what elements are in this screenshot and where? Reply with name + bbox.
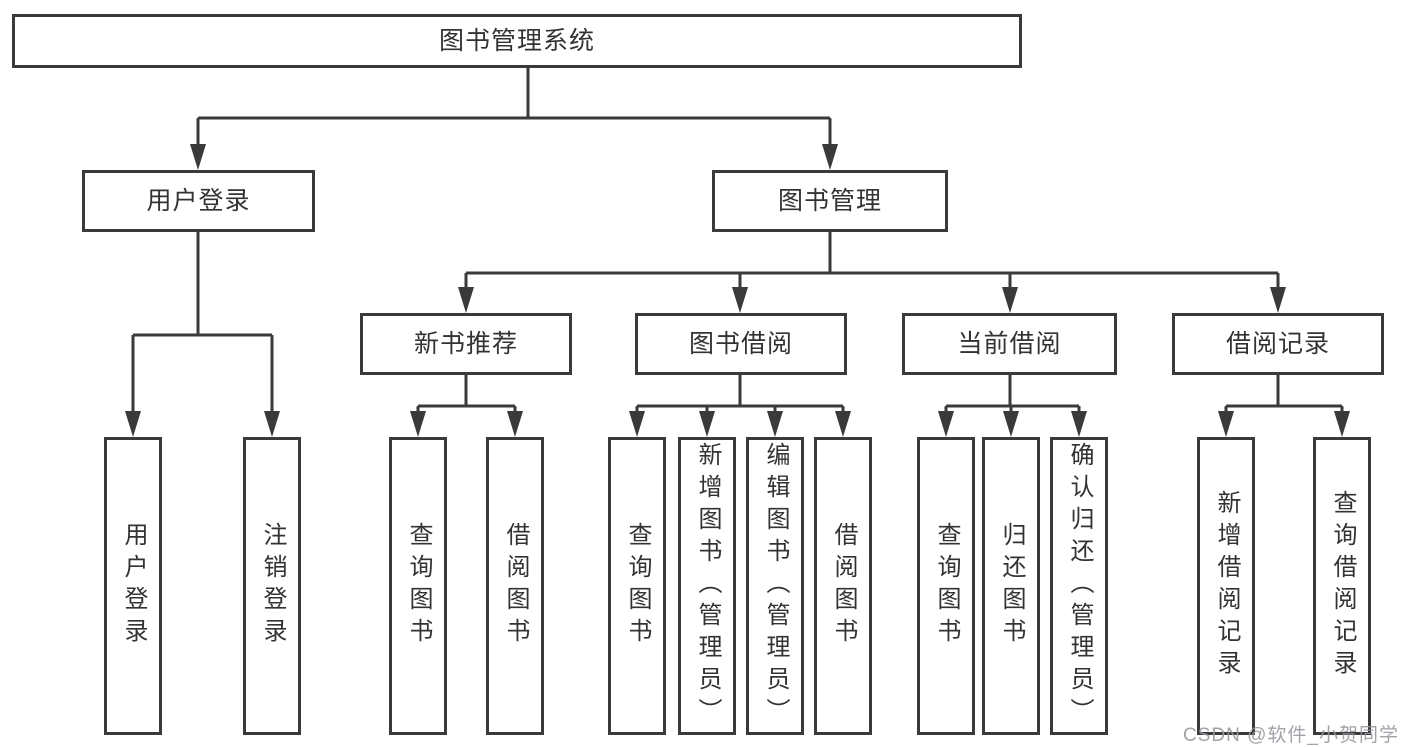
- leaf-current-confirm-return-admin: 确认归还（管理员）: [1050, 437, 1108, 735]
- leaf-borrow-edit-books-admin: 编辑图书（管理员）: [746, 437, 804, 735]
- node-book-borrow: 图书借阅: [635, 313, 847, 375]
- node-new-book-recommend: 新书推荐: [360, 313, 572, 375]
- leaf-user-login: 用户登录: [104, 437, 162, 735]
- node-book-management: 图书管理: [712, 170, 948, 232]
- leaf-records-query-record: 查询借阅记录: [1313, 437, 1371, 735]
- leaf-borrow-add-books-admin: 新增图书（管理员）: [678, 437, 736, 735]
- leaf-borrow-borrow-books: 借阅图书: [814, 437, 872, 735]
- node-user-login: 用户登录: [82, 170, 315, 232]
- leaf-records-add-record: 新增借阅记录: [1197, 437, 1255, 735]
- leaf-current-query-books: 查询图书: [917, 437, 975, 735]
- node-root: 图书管理系统: [12, 14, 1022, 68]
- leaf-borrow-query-books: 查询图书: [608, 437, 666, 735]
- leaf-newbook-borrow-books: 借阅图书: [486, 437, 544, 735]
- leaf-current-return-books: 归还图书: [982, 437, 1040, 735]
- node-borrow-records: 借阅记录: [1172, 313, 1384, 375]
- csdn-watermark: CSDN @软件_小贺同学: [1183, 725, 1399, 746]
- node-current-borrow: 当前借阅: [902, 313, 1117, 375]
- leaf-logout: 注销登录: [243, 437, 301, 735]
- leaf-newbook-query-books: 查询图书: [389, 437, 447, 735]
